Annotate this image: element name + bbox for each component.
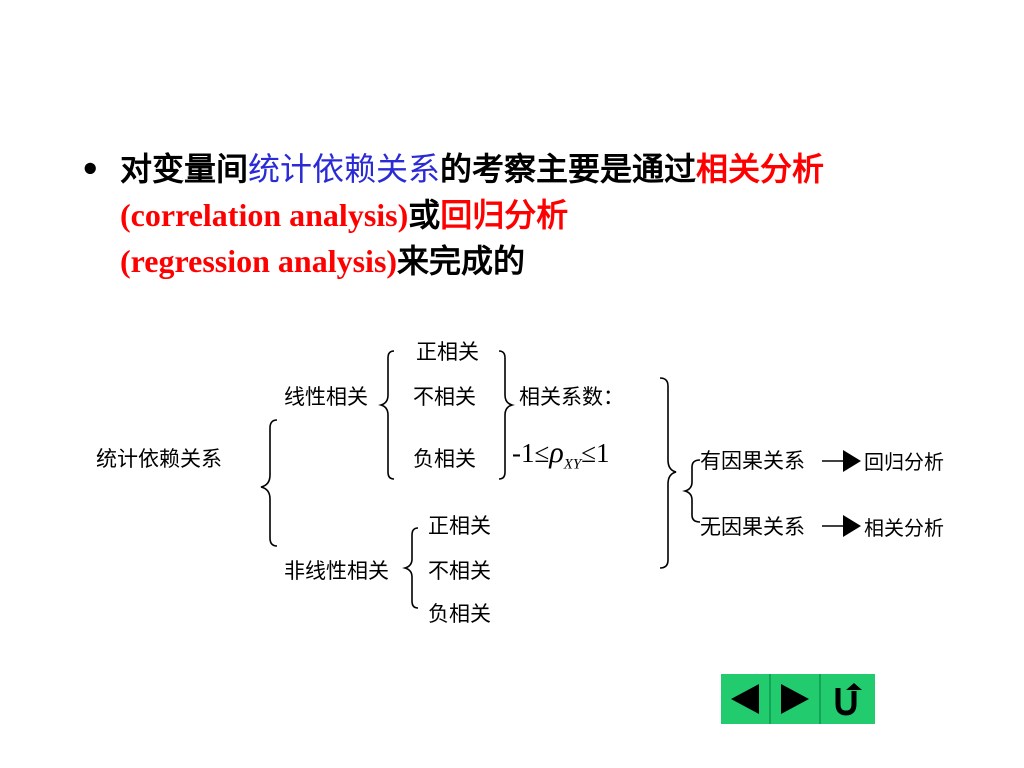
slide-nav xyxy=(721,674,875,724)
node-nonlinear-negative: 负相关 xyxy=(428,602,491,626)
next-arrow-icon xyxy=(781,684,809,714)
node-linear-negative: 负相关 xyxy=(413,447,476,471)
return-icon xyxy=(835,683,862,716)
node-causal: 有因果关系 xyxy=(700,449,805,473)
arrowhead-regression-icon xyxy=(843,450,861,472)
formula-left: -1≤ xyxy=(512,438,550,468)
arrowhead-correlation-icon xyxy=(843,515,861,537)
return-button[interactable] xyxy=(821,674,871,724)
text-regression-analysis: 回归分析 xyxy=(440,196,569,234)
node-linear-positive: 正相关 xyxy=(416,340,479,364)
bullet-text: 对变量间统计依赖关系的考察主要是通过相关分析 (correlation analy… xyxy=(120,146,960,284)
linear-brace xyxy=(378,350,395,480)
causal-brace xyxy=(682,459,701,523)
coef-formula: -1≤ρXY≤1 xyxy=(512,436,610,473)
bullet-dot: • xyxy=(80,150,101,188)
text-or: 或 xyxy=(408,196,441,234)
node-linear-none: 不相关 xyxy=(413,385,476,409)
rho-subscript: XY xyxy=(563,456,582,473)
text-correlation-analysis: 相关分析 xyxy=(696,150,825,188)
formula-right: ≤1 xyxy=(581,438,610,468)
node-regression: 回归分析 xyxy=(864,450,944,474)
text-statistical-dependence: 统计依赖关系 xyxy=(248,150,441,188)
node-noncausal: 无因果关系 xyxy=(700,515,805,539)
bullet-paragraph: • 对变量间统计依赖关系的考察主要是通过相关分析 (correlation ana… xyxy=(80,146,960,284)
text-seg-3: 的考察主要是通过 xyxy=(440,150,697,188)
node-correlation: 相关分析 xyxy=(864,516,944,540)
prev-button[interactable] xyxy=(721,674,771,724)
rho-symbol: ρ xyxy=(549,436,564,469)
big-right-bracket xyxy=(659,377,677,569)
node-linear: 线性相关 xyxy=(284,385,368,409)
coef-label: 相关系数： xyxy=(519,385,624,409)
node-root: 统计依赖关系 xyxy=(96,447,222,471)
next-button[interactable] xyxy=(771,674,821,724)
text-seg-9: 来完成的 xyxy=(397,242,526,280)
node-nonlinear: 非线性相关 xyxy=(284,559,389,583)
prev-arrow-icon xyxy=(731,684,759,714)
text-correlation-analysis-en: (correlation analysis) xyxy=(120,197,409,233)
linear-right-bracket xyxy=(498,350,515,480)
node-nonlinear-none: 不相关 xyxy=(428,559,491,583)
root-brace xyxy=(260,419,278,547)
nonlinear-brace xyxy=(402,527,419,609)
text-regression-analysis-en: (regression analysis) xyxy=(120,243,398,279)
node-nonlinear-positive: 正相关 xyxy=(428,514,491,538)
text-seg-1: 对变量间 xyxy=(120,150,249,188)
